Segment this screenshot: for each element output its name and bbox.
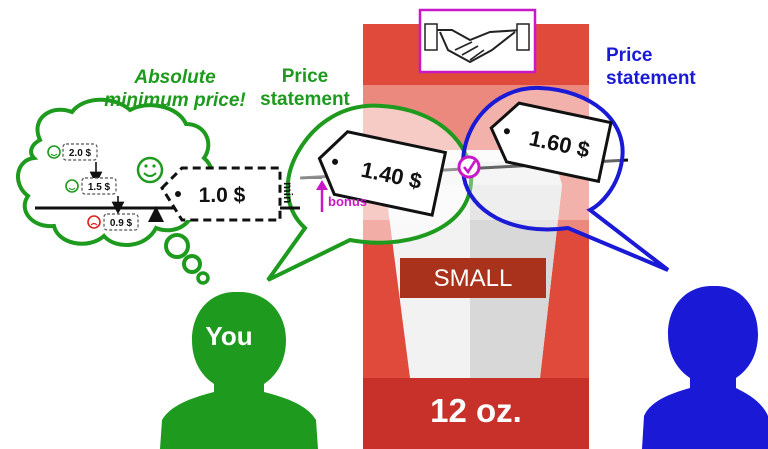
thought-ladder: 2.0 $ 1.5 $ 0.9 $ — [35, 143, 300, 231]
absolute-min-heading: Absolute minimum price! — [100, 66, 250, 112]
smiley-icon — [65, 179, 79, 193]
thought-item-1: 2.0 $ — [47, 143, 98, 161]
smiley-icon — [47, 145, 61, 159]
cup-volume-label: 12 oz. — [430, 392, 522, 429]
their-price-statement-heading: Price statement — [606, 44, 726, 90]
check-circle-icon — [457, 155, 481, 179]
bonus-indicator: bonus — [302, 177, 367, 212]
thought-price-2: 1.5 $ — [88, 182, 111, 193]
cup-label-band — [400, 258, 546, 298]
thought-item-3: 0.9 $ — [87, 213, 139, 231]
min-label: min — [281, 182, 295, 203]
their-heading-line-1: Price — [606, 45, 653, 66]
cup-size-band — [363, 378, 589, 449]
absolute-min-line-1: Absolute — [134, 67, 216, 88]
smiley-icon — [136, 156, 164, 184]
you-person-icon: You — [160, 292, 318, 449]
cup-size-label: SMALL — [434, 265, 513, 292]
other-person-icon — [642, 286, 768, 449]
their-heading-line-2: statement — [606, 68, 696, 89]
your-statement-tag: 1.40 $ — [317, 130, 448, 217]
your-heading-line-1: Price — [281, 66, 329, 87]
thought-price-3: 0.9 $ — [110, 218, 133, 229]
thought-price-1: 2.0 $ — [69, 148, 92, 159]
thought-item-2: 1.5 $ — [65, 177, 117, 195]
minimum-price-tag: 1.0 $ — [160, 166, 282, 222]
minimum-price-value: 1.0 $ — [199, 184, 246, 207]
handshake-icon — [418, 8, 537, 74]
absolute-min-line-2: minimum price! — [104, 90, 246, 111]
bonus-label: bonus — [328, 194, 367, 209]
their-statement-tag: 1.60 $ — [489, 101, 613, 184]
sad-face-icon — [87, 215, 101, 229]
minimum-marker — [148, 206, 164, 222]
your-heading-line-2: statement — [260, 89, 350, 110]
you-label: You — [205, 321, 252, 351]
your-price-statement-heading: Price statement — [255, 65, 355, 111]
